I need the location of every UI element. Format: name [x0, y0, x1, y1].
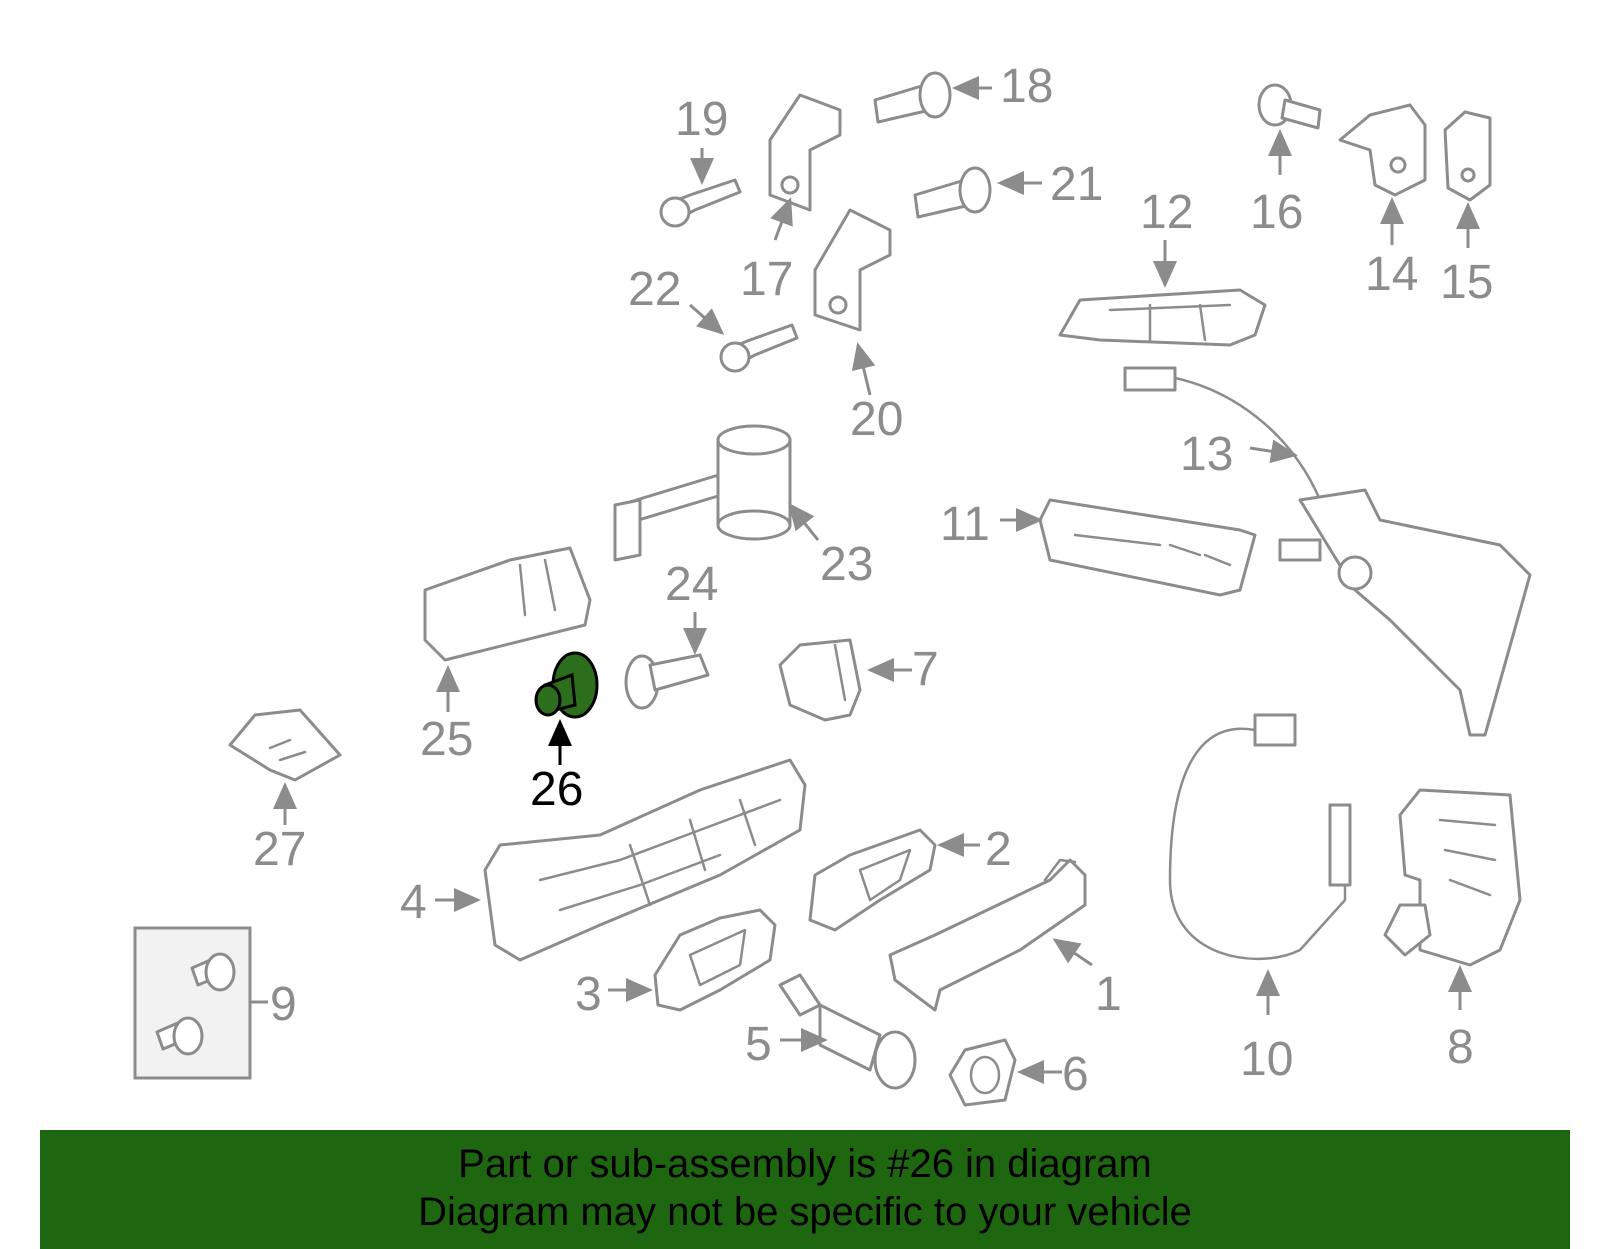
- part-22-bolt: 22: [628, 263, 799, 373]
- part-24-pin: 24: [624, 558, 718, 710]
- part-26-highlighted: 26: [530, 651, 599, 816]
- part-27-bracket: 27: [228, 708, 342, 876]
- callout-5: 5: [745, 1018, 772, 1071]
- part-6-grommet: 6: [948, 1038, 1089, 1107]
- part-17-hinge: 17: [740, 93, 842, 306]
- callout-3: 3: [575, 968, 602, 1021]
- part-5-lock-cylinder: 5: [745, 973, 917, 1090]
- part-8-latch: 8: [1383, 788, 1522, 1074]
- info-banner: Part or sub-assembly is #26 in diagram D…: [40, 1130, 1570, 1249]
- part-3-gasket: 3: [575, 908, 777, 1021]
- part-7-housing: 7: [778, 638, 939, 722]
- callout-25: 25: [420, 713, 473, 766]
- callout-18: 18: [1000, 60, 1053, 113]
- banner-line-2: Diagram may not be specific to your vehi…: [418, 1190, 1192, 1234]
- part-20-hinge: 20: [813, 208, 903, 446]
- callout-23: 23: [820, 538, 873, 591]
- part-21-screw: 21: [913, 158, 1103, 219]
- part-25-cover: 25: [420, 546, 592, 766]
- callout-26: 26: [530, 763, 583, 816]
- callout-9: 9: [270, 978, 297, 1031]
- part-2-gasket: 2: [808, 823, 1012, 932]
- callout-22: 22: [628, 263, 681, 316]
- callout-19: 19: [675, 93, 728, 146]
- banner-line-1: Part or sub-assembly is #26 in diagram: [458, 1142, 1152, 1186]
- callout-27: 27: [253, 823, 306, 876]
- callout-8: 8: [1447, 1021, 1474, 1074]
- parts-diagram: 19 17 18 21 20 22 16: [133, 60, 1532, 1107]
- part-18-screw: 18: [873, 60, 1053, 124]
- part-11-bezel: 11: [940, 498, 1257, 597]
- callout-13: 13: [1180, 428, 1233, 481]
- callout-7: 7: [912, 643, 939, 696]
- callout-4: 4: [400, 876, 427, 929]
- callout-11: 11: [940, 498, 990, 551]
- callout-17: 17: [740, 253, 793, 306]
- part-12-bezel: 12: [1058, 186, 1267, 347]
- part-15-plate: 15: [1440, 110, 1493, 309]
- callout-21: 21: [1050, 158, 1103, 211]
- callout-12: 12: [1140, 186, 1193, 239]
- part-19-bolt: 19: [659, 93, 742, 228]
- part-16-screw: 16: [1250, 83, 1322, 239]
- callout-16: 16: [1250, 186, 1303, 239]
- callout-10: 10: [1240, 1033, 1293, 1086]
- callout-1: 1: [1095, 968, 1122, 1021]
- part-13-cable: 13: [1123, 366, 1532, 737]
- callout-2: 2: [985, 823, 1012, 876]
- part-9-screw-set: 9: [133, 926, 297, 1080]
- callout-14: 14: [1365, 248, 1418, 301]
- part-1-handle: 1: [888, 858, 1122, 1021]
- callout-6: 6: [1062, 1048, 1089, 1101]
- part-10-cable: 10: [1168, 713, 1352, 1086]
- callout-15: 15: [1440, 256, 1493, 309]
- callout-24: 24: [665, 558, 718, 611]
- part-14-bracket: 14: [1338, 103, 1427, 301]
- part-23-check-strap: 23: [613, 424, 873, 591]
- part-4-carrier: 4: [400, 758, 807, 962]
- callout-20: 20: [850, 393, 903, 446]
